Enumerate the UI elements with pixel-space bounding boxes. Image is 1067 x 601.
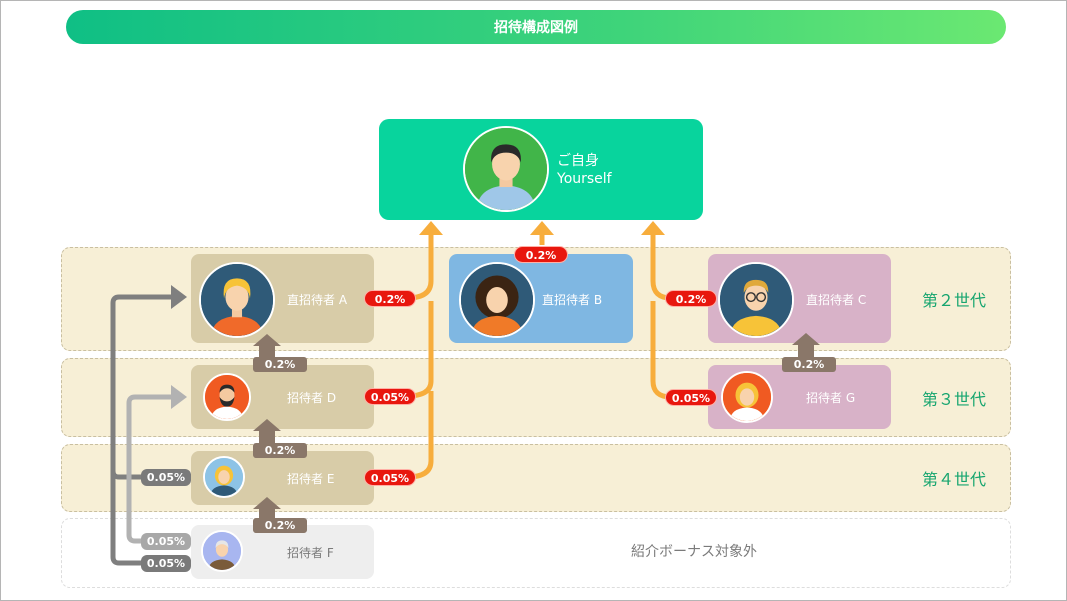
connector-g-to-you <box>650 301 672 400</box>
node-g-label: 招待者 G <box>806 391 856 405</box>
orange-connectors <box>406 233 672 480</box>
arrowhead-to-d <box>171 385 187 409</box>
arrow-g-to-c <box>792 333 820 357</box>
orange-arrowheads <box>419 221 665 235</box>
connector-d-to-you <box>406 301 434 399</box>
arrowhead-right-to-you <box>641 221 665 235</box>
generation-4-label: 第４世代 <box>921 470 986 489</box>
connector-f-to-d <box>126 394 173 544</box>
rate-badge-e-to-you: 0.05% <box>364 469 416 486</box>
arrowhead-to-a <box>171 285 187 309</box>
rate-badge-d-to-you: 0.05% <box>364 388 416 405</box>
gray-arrowheads <box>171 285 187 409</box>
yourself-label: ご自身 Yourself <box>557 152 612 188</box>
node-f-label: 招待者 F <box>287 546 334 560</box>
person-icon <box>720 264 792 336</box>
node-b-label: 直招待者 B <box>542 293 603 307</box>
rate-badge-a-to-you: 0.2% <box>364 290 416 307</box>
rate-badge-f-to-e: 0.2% <box>253 518 307 533</box>
connector-a-to-you <box>406 233 434 301</box>
arrowhead-b-to-you <box>530 221 554 235</box>
node-d-avatar <box>203 373 251 421</box>
node-b-avatar <box>459 262 535 338</box>
rate-badge-f-to-d: 0.05% <box>141 533 191 550</box>
node-e-avatar <box>203 456 245 498</box>
yourself-name-jp: ご自身 <box>557 153 599 169</box>
rate-badge-b-to-you: 0.2% <box>514 246 568 263</box>
rate-badge-f-to-a: 0.05% <box>141 555 191 572</box>
generation-3-label: 第３世代 <box>921 389 986 409</box>
rate-badge-e-to-d: 0.2% <box>253 443 307 458</box>
person-icon <box>205 458 243 496</box>
node-g-avatar <box>721 371 773 423</box>
rate-badge-e-to-a: 0.05% <box>141 469 191 486</box>
rate-badge-d-to-a: 0.2% <box>253 357 307 372</box>
excluded-label: 紹介ボーナス対象外 <box>631 544 757 560</box>
connector-f-to-a <box>110 471 141 566</box>
node-a-label: 直招待者 A <box>287 293 348 307</box>
arrowhead-left-to-you <box>419 221 443 235</box>
node-f-avatar <box>201 530 243 572</box>
node-c-label: 直招待者 C <box>806 293 867 307</box>
arrow-f-to-e <box>253 497 281 518</box>
arrow-d-to-a <box>253 334 281 357</box>
node-c-avatar <box>718 262 794 338</box>
rate-badge-g-to-you: 0.05% <box>665 389 717 406</box>
person-icon <box>723 373 771 421</box>
diagram-title: 招待構成図例 <box>66 10 1006 44</box>
rate-badge-c-to-you: 0.2% <box>665 290 717 307</box>
person-icon <box>201 264 273 336</box>
generation-2-label: 第２世代 <box>921 291 986 310</box>
person-icon <box>465 128 547 210</box>
connector-e-to-a <box>110 294 173 480</box>
rate-badge-g-to-c: 0.2% <box>782 357 836 372</box>
person-icon <box>203 532 241 570</box>
arrow-e-to-d <box>253 419 281 443</box>
yourself-avatar <box>463 126 549 212</box>
brown-connectors <box>253 333 820 518</box>
node-a-avatar <box>199 262 275 338</box>
gray-connectors <box>110 294 173 566</box>
person-icon <box>205 375 249 419</box>
node-e-label: 招待者 E <box>287 472 335 486</box>
yourself-name-en: Yourself <box>557 171 612 187</box>
node-d-label: 招待者 D <box>287 391 337 405</box>
connector-c-to-you <box>650 233 672 301</box>
person-icon <box>461 264 533 336</box>
